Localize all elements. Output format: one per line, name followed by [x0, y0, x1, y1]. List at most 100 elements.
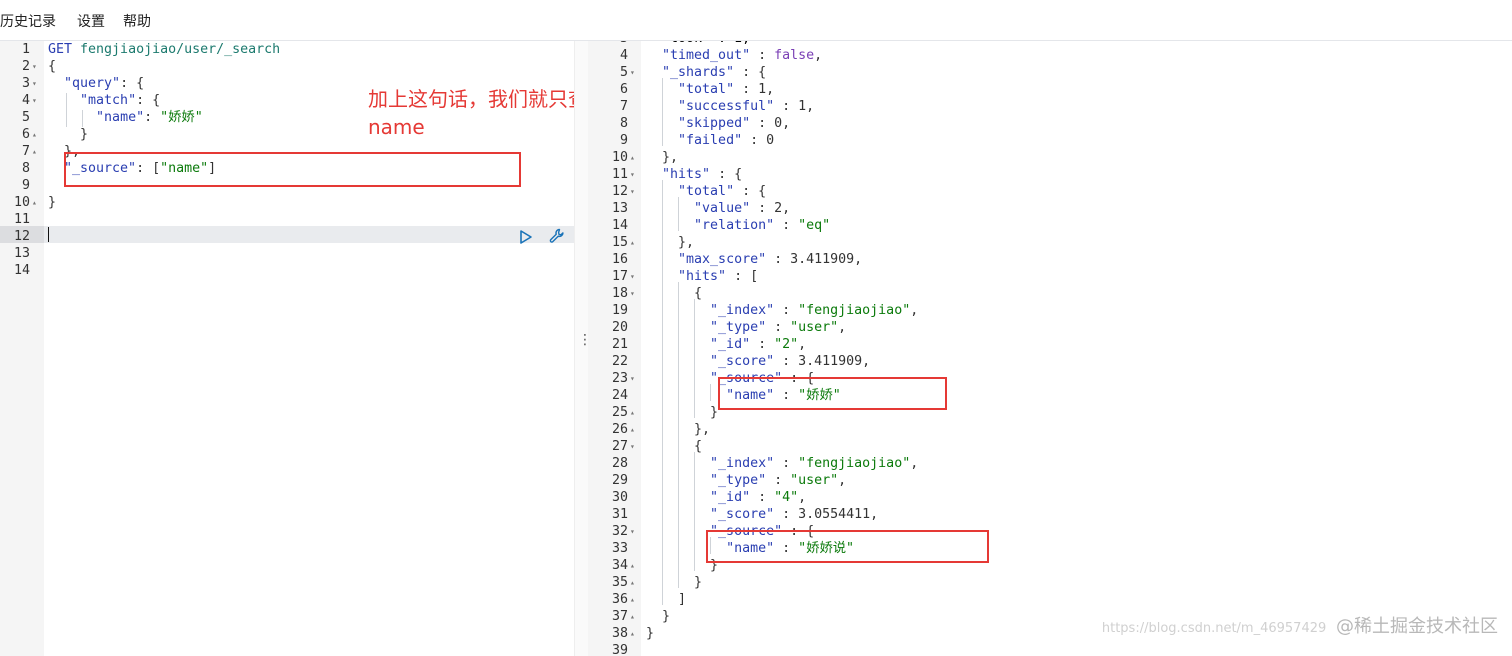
code-token: "user" [790, 320, 839, 335]
menu-history[interactable]: 历史记录 [0, 14, 56, 30]
code-line: 13 "value" : 2, [588, 200, 1512, 217]
fold-open-icon[interactable]: ▾ [630, 170, 635, 179]
code-token: "_shards" [662, 65, 735, 80]
code-token: : [774, 218, 799, 233]
code-token: : 0 [742, 133, 775, 148]
code-token: : { [120, 76, 145, 91]
fold-close-icon[interactable]: ▴ [630, 153, 635, 162]
request-actions [518, 227, 570, 249]
code-line: 19 "_index" : "fengjiaojiao", [588, 302, 1512, 319]
line-number: 5 [619, 65, 628, 80]
indent-guide [678, 282, 679, 588]
request-gutter [0, 41, 44, 656]
active-line [44, 226, 574, 243]
code-token: "eq" [798, 218, 831, 233]
fold-open-icon[interactable]: ▾ [630, 187, 635, 196]
fold-open-icon[interactable]: ▾ [32, 96, 37, 105]
code-text: } [48, 126, 88, 143]
code-token: : { [734, 184, 767, 199]
code-text: "_id" : "2", [646, 336, 806, 353]
code-text: "_index" : "fengjiaojiao", [646, 302, 918, 319]
fold-open-icon[interactable]: ▾ [630, 272, 635, 281]
line-number: 11 [611, 167, 628, 182]
code-line: 26▴ }, [588, 421, 1512, 438]
code-token: "fengjiaojiao" [798, 456, 911, 471]
line-number: 6 [619, 82, 628, 97]
code-token [646, 65, 662, 80]
fold-close-icon[interactable]: ▴ [32, 198, 37, 207]
fold-open-icon[interactable]: ▾ [32, 79, 37, 88]
code-token: }, [646, 150, 679, 165]
code-line: 38▴} [588, 625, 1512, 642]
run-request-icon[interactable] [518, 229, 534, 245]
fold-close-icon[interactable]: ▴ [630, 629, 635, 638]
code-text: } [646, 625, 654, 642]
code-line: 13 [0, 245, 574, 262]
line-number: 18 [611, 286, 628, 301]
fold-close-icon[interactable]: ▴ [630, 561, 635, 570]
code-line: 33 "name" : "娇娇说" [588, 540, 1512, 557]
code-token: : [774, 388, 799, 403]
code-token: , [838, 473, 847, 488]
code-token: "name" [726, 541, 775, 556]
fold-close-icon[interactable]: ▴ [630, 238, 635, 247]
code-token [48, 161, 64, 176]
fold-close-icon[interactable]: ▴ [630, 408, 635, 417]
highlight-source-box [64, 152, 521, 187]
code-text: "_shards" : { [646, 64, 766, 81]
code-token: "_type" [710, 473, 767, 488]
code-text: "timed_out" : false, [646, 47, 822, 64]
code-token: } [646, 558, 719, 573]
code-token: "娇娇" [160, 110, 203, 125]
fold-close-icon[interactable]: ▴ [630, 595, 635, 604]
code-token: "2" [774, 337, 799, 352]
code-line: 18▾ { [588, 285, 1512, 302]
code-token: "max_score" [678, 252, 767, 267]
line-number: 28 [611, 456, 628, 471]
menu-settings[interactable]: 设置 [77, 14, 105, 30]
line-number: 27 [611, 439, 628, 454]
code-line: 10▴ }, [588, 149, 1512, 166]
line-number: 12 [13, 229, 30, 244]
line-number: 20 [611, 320, 628, 335]
line-number: 3 [588, 41, 628, 47]
code-token: "娇娇" [798, 388, 841, 403]
code-token: : [750, 490, 775, 505]
wrench-icon[interactable] [548, 227, 564, 243]
code-token [646, 388, 726, 403]
fold-open-icon[interactable]: ▾ [630, 374, 635, 383]
line-number: 37 [611, 609, 628, 624]
code-token: : [774, 456, 799, 471]
code-token: fengjiaojiao/user/_search [80, 42, 281, 57]
line-number: 12 [611, 184, 628, 199]
code-text: "_id" : "4", [646, 489, 806, 506]
fold-close-icon[interactable]: ▴ [32, 130, 37, 139]
code-line: 29 "_type" : "user", [588, 472, 1512, 489]
fold-close-icon[interactable]: ▴ [630, 425, 635, 434]
fold-close-icon[interactable]: ▴ [630, 578, 635, 587]
code-line: 36▴ ] [588, 591, 1512, 608]
code-line: 9 "failed" : 0 [588, 132, 1512, 149]
code-token: , [798, 490, 807, 505]
line-number: 1 [21, 42, 30, 57]
code-text: "name": "娇娇" [48, 109, 203, 126]
code-token: : [774, 541, 799, 556]
code-token: "娇娇说" [798, 541, 855, 556]
line-number: 10 [13, 195, 30, 210]
response-viewer[interactable]: 3 "took" : 1,4 "timed_out" : false,5▾ "_… [588, 41, 1512, 656]
fold-open-icon[interactable]: ▾ [630, 442, 635, 451]
fold-open-icon[interactable]: ▾ [32, 62, 37, 71]
fold-open-icon[interactable]: ▾ [630, 527, 635, 536]
fold-close-icon[interactable]: ▴ [32, 147, 37, 156]
menu-help[interactable]: 帮助 [123, 14, 151, 30]
fold-open-icon[interactable]: ▾ [630, 68, 635, 77]
fold-open-icon[interactable]: ▾ [630, 289, 635, 298]
code-token: ] [646, 592, 687, 607]
code-text: { [646, 438, 702, 455]
code-line: 24 "name" : "娇娇" [588, 387, 1512, 404]
fold-close-icon[interactable]: ▴ [630, 612, 635, 621]
code-token: : 0, [750, 116, 791, 131]
code-text: GET fengjiaojiao/user/_search [48, 41, 280, 58]
code-token: "name" [726, 388, 775, 403]
